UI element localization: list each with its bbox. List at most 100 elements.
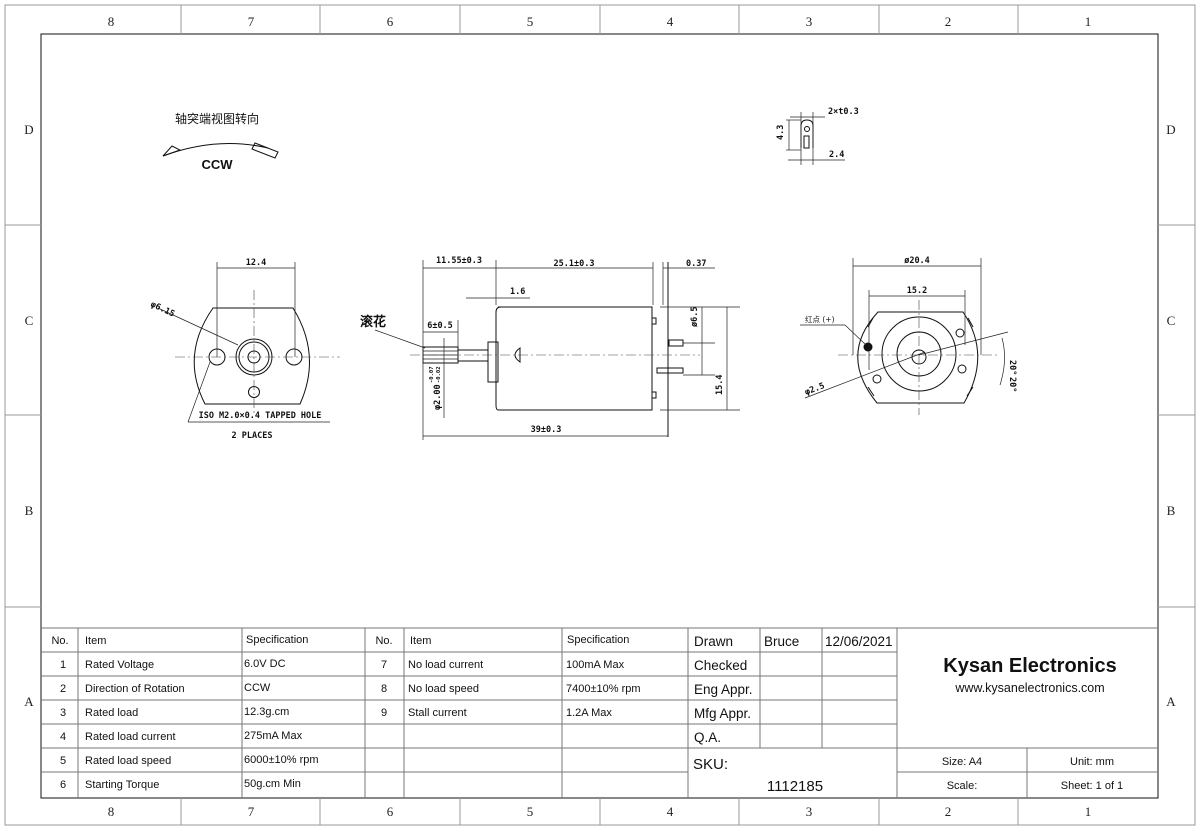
zone-rulers: 8 7 6 5 4 3 2 1 8 7 6 5 4 3 2 1 D C B A … — [5, 5, 1195, 825]
total-length-dim: 39±0.3 — [531, 425, 562, 435]
terminal-thickness: 2×t0.3 — [828, 107, 859, 117]
column-label: 3 — [806, 804, 813, 819]
row-label: D — [24, 122, 33, 137]
column-label: 7 — [248, 804, 255, 819]
row-label: C — [1167, 313, 1176, 328]
spec-no: 3 — [60, 707, 66, 719]
column-label: 8 — [108, 14, 115, 29]
terminal-width: 2.4 — [829, 150, 844, 160]
spec-item: Direction of Rotation — [85, 683, 185, 695]
flange-dim: 1.6 — [510, 287, 525, 297]
spec-item: Rated Voltage — [85, 659, 154, 671]
spec-value: 1.2A Max — [566, 707, 612, 719]
column-label: 7 — [248, 14, 255, 29]
row-label: A — [1166, 694, 1176, 709]
company-website[interactable]: www.kysanelectronics.com — [954, 681, 1104, 695]
spec-value: 12.3g.cm — [244, 706, 289, 718]
terminal-spacing-dim: 15.2 — [907, 286, 927, 296]
knurl-label: 滚花 — [360, 314, 386, 330]
header-spec: Specification — [567, 634, 629, 646]
outer-frame — [4, 4, 1196, 826]
arrow-icon — [162, 145, 182, 157]
spec-value: 275mA Max — [244, 730, 303, 742]
spec-value: 50g.cm Min — [244, 778, 301, 790]
spec-no: 5 — [60, 755, 66, 767]
arrow-tail — [251, 142, 279, 159]
row-label: D — [1166, 122, 1175, 137]
places-note: 2 PLACES — [232, 431, 273, 441]
spec-no: 6 — [60, 779, 66, 791]
angle-dim-1: 20° — [1007, 360, 1017, 375]
terminal-detail: 2×t0.3 4.3 2.4 — [776, 107, 859, 165]
approval-role: Q.A. — [694, 730, 721, 745]
rotation-direction: 轴突端视图转向 CCW — [162, 111, 279, 172]
spec-item: No load speed — [408, 683, 479, 695]
column-label: 6 — [387, 804, 394, 819]
spec-no: 7 — [381, 659, 387, 671]
column-label: 4 — [667, 804, 674, 819]
header-spec: Specification — [246, 634, 308, 646]
column-label: 2 — [945, 14, 952, 29]
row-label: C — [25, 313, 34, 328]
terminal-gap-dim: ø6.5 — [690, 307, 700, 327]
spec-item: Stall current — [408, 707, 467, 719]
terminal-height: 4.3 — [776, 125, 786, 140]
column-label: 1 — [1085, 804, 1092, 819]
spec-no: 1 — [60, 659, 66, 671]
knurl-length-dim: 6±0.5 — [427, 321, 453, 331]
front-view: 12.4 φ6.15 ISO M2.0×0.4 TAPPED HOLE 2 PL… — [149, 258, 340, 441]
outer-diameter-dim: ø20.4 — [904, 256, 930, 266]
approval-date: 12/06/2021 — [825, 634, 893, 649]
column-label: 1 — [1085, 14, 1092, 29]
approval-role: Drawn — [694, 634, 733, 649]
spec-item: Starting Torque — [85, 779, 159, 791]
sku-label: SKU: — [693, 756, 728, 773]
column-label: 2 — [945, 804, 952, 819]
sku-value: 1112185 — [767, 778, 823, 795]
unit: Unit: mm — [1070, 756, 1114, 768]
row-label: B — [1167, 503, 1176, 518]
spec-value: 6.0V DC — [244, 658, 286, 670]
rear-view: ø20.4 15.2 红点 (+) φ2.5 20° 20° — [800, 256, 1017, 415]
sheet-number: Sheet: 1 of 1 — [1061, 780, 1123, 792]
spec-value: CCW — [244, 682, 271, 694]
column-label: 6 — [387, 14, 394, 29]
shaft-tolerance-upper: -0.07 — [429, 366, 435, 383]
header-item: Item — [85, 635, 106, 647]
spec-item: Rated load — [85, 707, 138, 719]
spec-item: Rated load speed — [85, 755, 171, 767]
terminal-thickness-dim: 0.37 — [686, 259, 706, 269]
row-label: A — [24, 694, 34, 709]
spec-no: 2 — [60, 683, 66, 695]
spec-item: No load current — [408, 659, 483, 671]
company-name: Kysan Electronics — [943, 655, 1116, 677]
column-label: 8 — [108, 804, 115, 819]
column-label: 5 — [527, 14, 534, 29]
column-label: 4 — [667, 14, 674, 29]
spec-no: 9 — [381, 707, 387, 719]
approval-name: Bruce — [764, 634, 799, 649]
approval-role: Eng Appr. — [694, 682, 753, 697]
spec-value: 6000±10% rpm — [244, 754, 319, 766]
spec-table: No. Item Specification No. Item Specific… — [41, 627, 1158, 798]
spec-value: 100mA Max — [566, 659, 625, 671]
rotation-label: CCW — [201, 157, 233, 172]
column-label: 3 — [806, 14, 813, 29]
approval-role: Checked — [694, 658, 747, 673]
shaft-diameter-dim: φ2.00 — [433, 384, 443, 410]
spec-no: 8 — [381, 683, 387, 695]
body-length-dim: 25.1±0.3 — [554, 259, 595, 269]
column-label: 5 — [527, 804, 534, 819]
side-view: 11.55±0.3 25.1±0.3 0.37 1.6 滚花 6±0.5 φ2.… — [360, 256, 740, 440]
header-item: Item — [410, 635, 431, 647]
shaft-tolerance-lower: -0.02 — [436, 366, 442, 383]
height-dim: 15.4 — [715, 375, 725, 395]
hole-diameter-dim: φ2.5 — [803, 381, 826, 398]
shaft-extension-dim: 11.55±0.3 — [436, 256, 482, 266]
scale: Scale: — [947, 780, 978, 792]
spec-item: Rated load current — [85, 731, 176, 743]
rotation-note: 轴突端视图转向 — [175, 111, 259, 126]
red-dot-label: 红点 (+) — [805, 314, 835, 324]
tapped-hole-note: ISO M2.0×0.4 TAPPED HOLE — [199, 411, 322, 421]
